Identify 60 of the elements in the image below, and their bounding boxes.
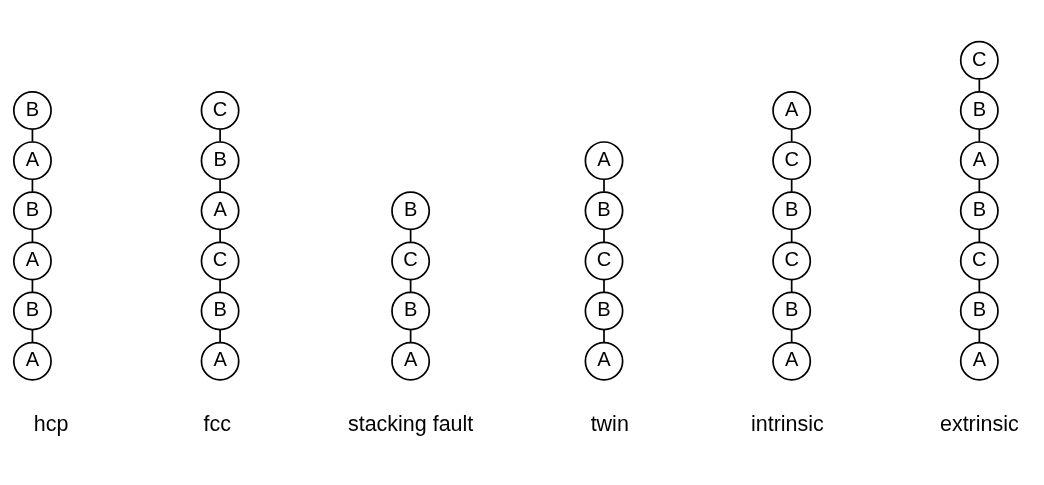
connector (219, 178, 221, 193)
connector (790, 178, 793, 193)
node-circle: B (584, 291, 624, 331)
node-circle: C (959, 240, 999, 280)
node-circle: A (772, 90, 812, 130)
node-circle: A (200, 341, 240, 381)
connector (978, 178, 981, 193)
label: intrinsic (750, 411, 824, 436)
connector (603, 228, 605, 243)
connector (219, 128, 221, 143)
connector (790, 278, 793, 293)
connector (603, 328, 605, 343)
node-circle: B (391, 190, 431, 230)
node-circle: B (200, 291, 240, 331)
connector (790, 328, 793, 343)
node-circle: B (959, 190, 999, 230)
connector (978, 328, 981, 343)
node-circle: C (772, 240, 812, 280)
node-circle: A (959, 341, 999, 381)
connector (603, 278, 605, 293)
label: extrinsic (939, 411, 1019, 436)
node-circle: B (584, 190, 624, 230)
node-circle: A (959, 140, 999, 180)
connector (219, 328, 221, 343)
node-circle: A (12, 240, 52, 280)
node-circle: C (959, 40, 999, 80)
node-circle: A (12, 341, 52, 381)
node-circle: B (959, 291, 999, 331)
connector (603, 178, 605, 193)
node-circle: C (200, 240, 240, 280)
node-circle: A (200, 190, 240, 230)
node-circle: A (772, 341, 812, 381)
label: hcp (33, 411, 69, 436)
connector (790, 128, 793, 143)
node-circle: A (12, 140, 52, 180)
node-circle: B (12, 190, 52, 230)
node-circle: B (200, 140, 240, 180)
connector (978, 278, 981, 293)
label: stacking fault (347, 411, 474, 436)
node-circle: C (391, 240, 431, 280)
label: fcc (203, 411, 231, 436)
node-circle: C (200, 90, 240, 130)
node-circle: C (772, 140, 812, 180)
connector (978, 128, 981, 143)
node-circle: B (772, 190, 812, 230)
node-circle: C (584, 240, 624, 280)
node-circle: B (12, 90, 52, 130)
node-circle: B (12, 291, 52, 331)
node-circle: A (391, 341, 431, 381)
connector (219, 228, 221, 243)
connector (790, 228, 793, 243)
node-circle: B (391, 291, 431, 331)
node-circle: A (584, 140, 624, 180)
node-circle: B (959, 90, 999, 130)
node-circle: A (584, 341, 624, 381)
connector (219, 278, 221, 293)
connector (978, 228, 981, 243)
node-circle: B (772, 291, 812, 331)
connector (978, 78, 981, 92)
label: twin (590, 411, 629, 436)
